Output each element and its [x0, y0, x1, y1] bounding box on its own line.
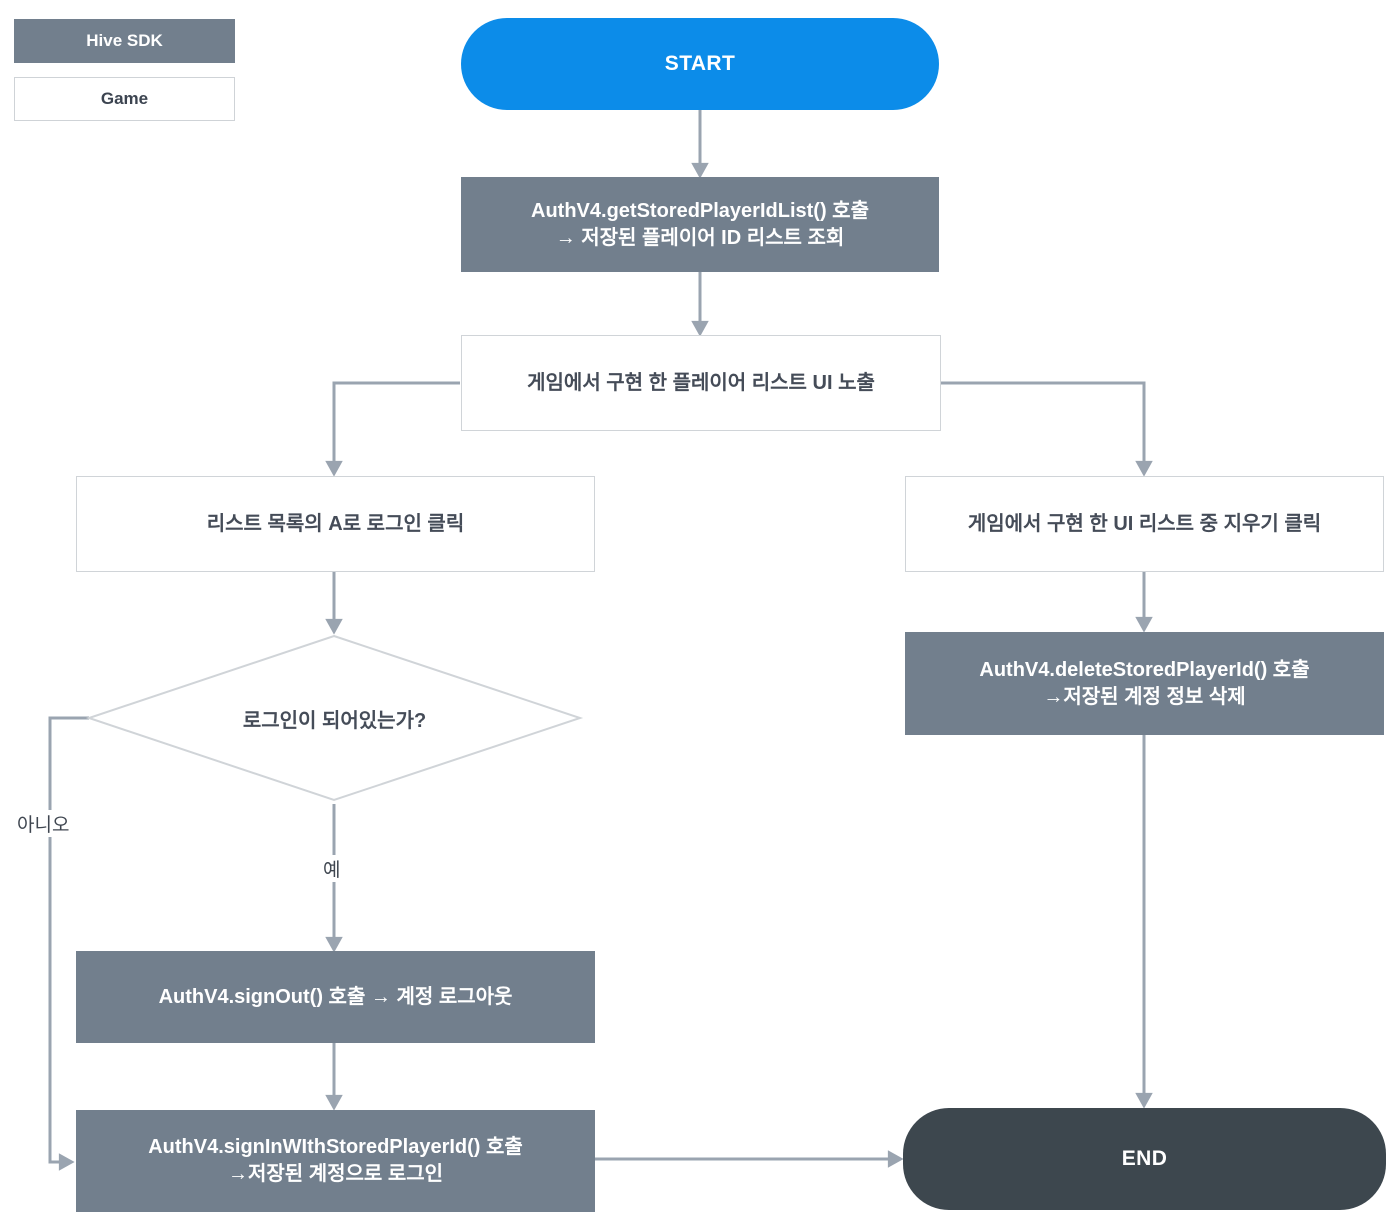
- edge-show-list-ui-to-click-delete: [941, 381, 1153, 477]
- node-click-login-with-a[interactable]: 리스트 목록의 A로 로그인 클릭: [76, 476, 595, 572]
- node-sign-in-with-stored-player-id-line1: AuthV4.signInWIthStoredPlayerId() 호출: [148, 1136, 523, 1158]
- node-start[interactable]: START: [461, 18, 939, 110]
- legend-label-hive-sdk: Hive SDK: [86, 31, 163, 50]
- node-get-stored-player-id-list-line2: → 저장된 플레이어 ID 리스트 조회: [555, 226, 845, 249]
- legend-label-game: Game: [100, 89, 149, 108]
- node-end[interactable]: END: [903, 1108, 1386, 1210]
- edge-label-yes: 예: [320, 855, 344, 882]
- node-end-label: END: [1121, 1146, 1168, 1170]
- node-delete-stored-player-id[interactable]: AuthV4.deleteStoredPlayerId() 호출 →저장된 계정…: [905, 632, 1384, 735]
- legend-item-game: Game: [14, 77, 235, 121]
- node-get-stored-player-id-list[interactable]: AuthV4.getStoredPlayerIdList() 호출 → 저장된 …: [461, 177, 939, 272]
- node-get-stored-player-id-list-line1: AuthV4.getStoredPlayerIdList() 호출: [531, 199, 869, 222]
- node-sign-out[interactable]: AuthV4.signOut() 호출 → 계정 로그아웃: [76, 951, 595, 1043]
- node-is-logged-in-label: 로그인이 되어있는가?: [242, 709, 427, 732]
- node-start-label: START: [664, 51, 736, 75]
- node-sign-out-label: AuthV4.signOut() 호출 → 계정 로그아웃: [158, 985, 513, 1008]
- node-sign-in-with-stored-player-id-line2: →저장된 계정으로 로그인: [227, 1163, 444, 1185]
- node-delete-stored-player-id-line2: →저장된 계정 정보 삭제: [1043, 685, 1246, 708]
- node-click-delete-in-ui-list-label: 게임에서 구현 한 UI 리스트 중 지우기 클릭: [967, 512, 1322, 535]
- edge-label-no: 아니오: [14, 810, 73, 837]
- decision-diamond-shape: [85, 634, 584, 802]
- legend-item-hive-sdk: Hive SDK: [14, 19, 235, 63]
- node-click-delete-in-ui-list[interactable]: 게임에서 구현 한 UI 리스트 중 지우기 클릭: [905, 476, 1384, 572]
- edge-show-list-ui-to-click-login-a: [325, 381, 460, 477]
- edge-decision-no-to-sign-in-stored: [48, 716, 89, 1171]
- node-delete-stored-player-id-line1: AuthV4.deleteStoredPlayerId() 호출: [979, 658, 1310, 681]
- node-show-player-list-ui-label: 게임에서 구현 한 플레이어 리스트 UI 노출: [527, 371, 875, 394]
- node-sign-in-with-stored-player-id[interactable]: AuthV4.signInWIthStoredPlayerId() 호출 →저장…: [76, 1110, 595, 1212]
- node-show-player-list-ui[interactable]: 게임에서 구현 한 플레이어 리스트 UI 노출: [461, 335, 941, 431]
- node-click-login-with-a-label: 리스트 목록의 A로 로그인 클릭: [206, 512, 465, 535]
- node-is-logged-in-decision[interactable]: 로그인이 되어있는가?: [89, 636, 580, 800]
